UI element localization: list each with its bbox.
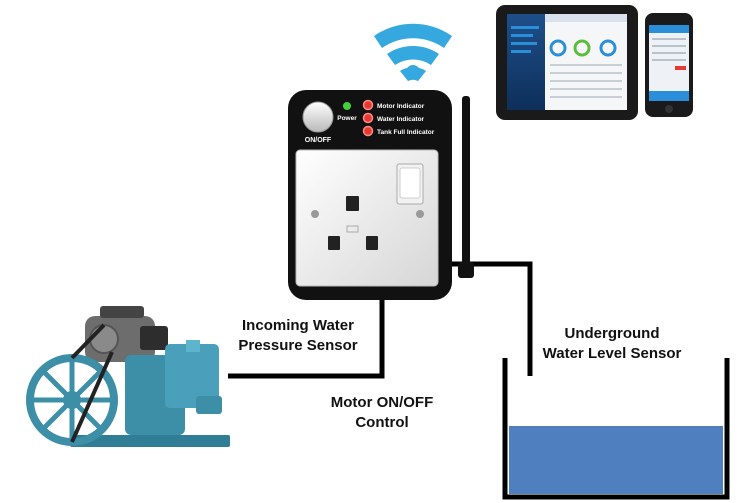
motor-control-label-line2: Control (355, 414, 408, 431)
antenna-icon (458, 96, 474, 278)
pump-icon (26, 306, 230, 447)
water-tank (502, 358, 730, 500)
tank-full-indicator-label: Tank Full Indicator (377, 129, 435, 136)
water-indicator-led (362, 112, 374, 124)
motor-indicator-led (362, 99, 374, 111)
underground-sensor-label-line2: Water Level Sensor (543, 345, 682, 362)
phone-icon (645, 13, 693, 117)
water-indicator-label: Water Indicator (377, 116, 425, 123)
wires (228, 261, 533, 379)
controller-device: ON/OFF Power Motor Indicator Water Indic… (288, 90, 452, 300)
power-led (343, 102, 351, 110)
onoff-label: ON/OFF (305, 137, 332, 144)
power-label: Power (337, 115, 357, 122)
incoming-sensor-label-line2: Pressure Sensor (238, 337, 357, 354)
underground-sensor-label-line1: Underground (565, 325, 660, 342)
motor-control-label-line1: Motor ON/OFF (331, 394, 433, 411)
wifi-icon (374, 23, 452, 81)
power-button-icon[interactable] (302, 101, 334, 133)
tablet-icon (496, 5, 638, 120)
incoming-sensor-label-line1: Incoming Water (242, 317, 354, 334)
water-fill (509, 426, 723, 494)
tank-full-indicator-led (362, 125, 374, 137)
motor-indicator-label: Motor Indicator (377, 103, 425, 110)
power-socket (295, 149, 439, 287)
